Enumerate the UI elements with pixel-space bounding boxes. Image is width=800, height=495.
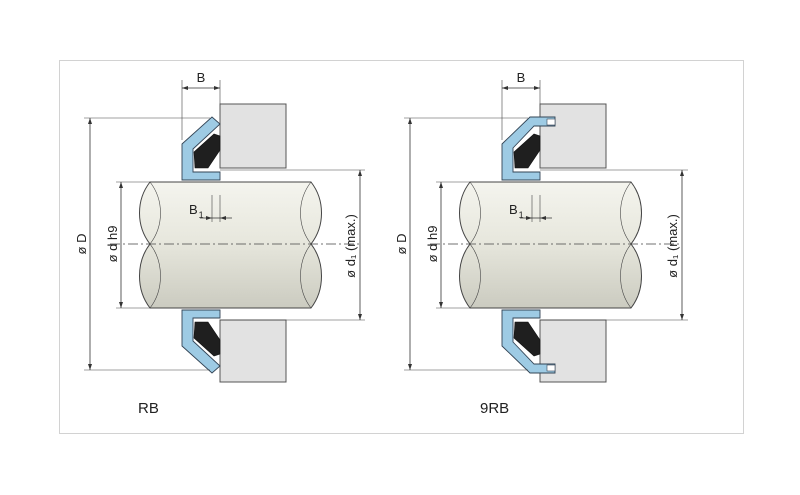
seal-top-ring [546, 118, 556, 126]
seal-top-body [181, 116, 221, 181]
label-d: ø D [74, 234, 89, 255]
label-d1: ø d₁ (max.) [665, 214, 680, 278]
housing-bottom [219, 319, 287, 383]
seal-bottom-lip [513, 321, 541, 357]
label-dh9: ø d h9 [105, 226, 120, 263]
label-b1: B1 [189, 202, 204, 220]
seal-bottom-body [181, 309, 221, 374]
label-d: ø D [394, 234, 409, 255]
label-b: B [197, 70, 206, 85]
shaft [459, 181, 642, 309]
seal-bottom-body [501, 309, 556, 374]
caption-rb: RB [138, 400, 159, 417]
caption-9rb: 9RB [480, 400, 509, 417]
label-b1: B1 [509, 202, 524, 220]
seal-bottom-ring [546, 364, 556, 372]
label-b: B [517, 70, 526, 85]
seal-top-lip [513, 133, 541, 169]
seal-top-lip [193, 133, 221, 169]
housing-top [219, 103, 287, 169]
seal-bottom-lip [193, 321, 221, 357]
diagram-rb: B B1 ø D ø d h9 ø d₁ (max.) RB [74, 70, 365, 417]
seal-top-body [501, 116, 556, 181]
shaft [139, 181, 322, 309]
housing-top [539, 103, 607, 169]
label-d1: ø d₁ (max.) [343, 214, 358, 278]
label-dh9: ø d h9 [425, 226, 440, 263]
diagram-9rb: B B1 ø D ø d h9 ø d₁ (max.) 9RB [394, 70, 688, 417]
